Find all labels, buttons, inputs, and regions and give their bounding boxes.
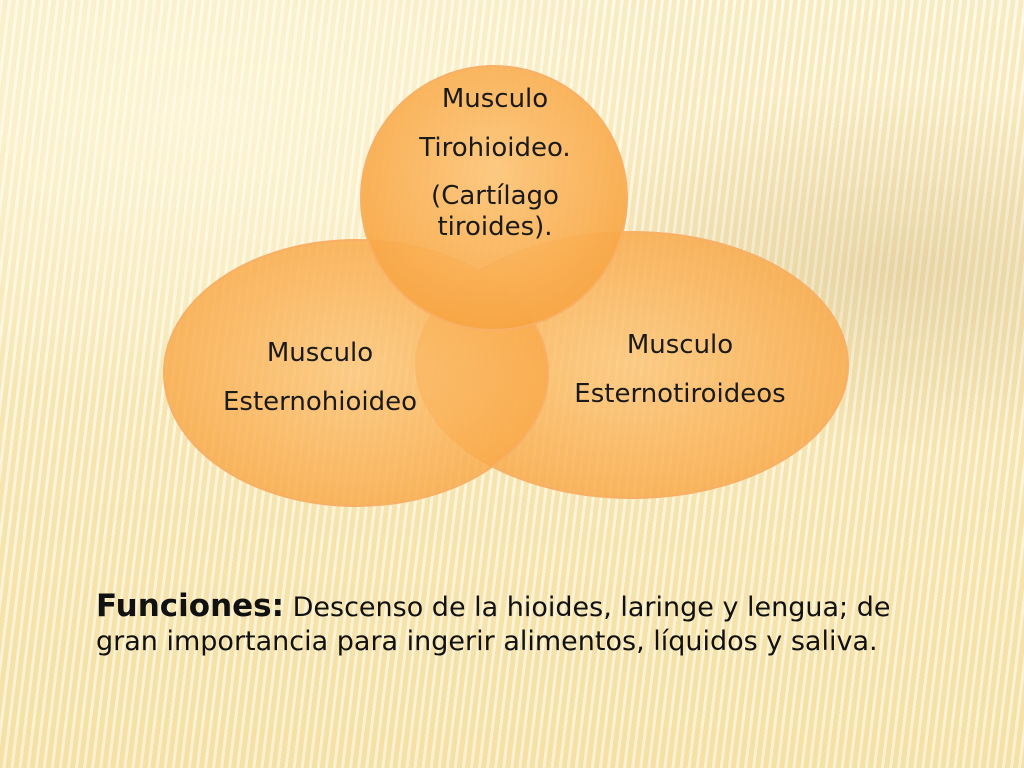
functions-body: Descenso de la hioides, laringe y lengua… [96,592,891,657]
circle-right-line-1: Musculo [626,330,734,360]
circle-top-line-1: Musculo [441,84,549,114]
circle-left-label: Musculo Esternohioideo [185,338,455,417]
circle-top-label: Musculo Tirohioideo. (Cartílago tiroides… [380,84,610,243]
circle-top-line-3: (Cartílago [431,181,559,212]
circle-right-label: Musculo Esternotiroideos [540,330,820,409]
circle-top [360,65,628,331]
functions-paragraph: Funciones: Descenso de la hioides, larin… [96,588,916,659]
functions-heading: Funciones: [96,588,285,624]
circle-left-line-1: Musculo [266,338,374,368]
circle-top-line-2: Tirohioideo. [419,132,571,163]
circle-right-line-2: Esternotiroideos [574,378,786,409]
circle-left-line-2: Esternohioideo [222,386,418,417]
circle-top-line-4: tiroides). [437,212,553,243]
